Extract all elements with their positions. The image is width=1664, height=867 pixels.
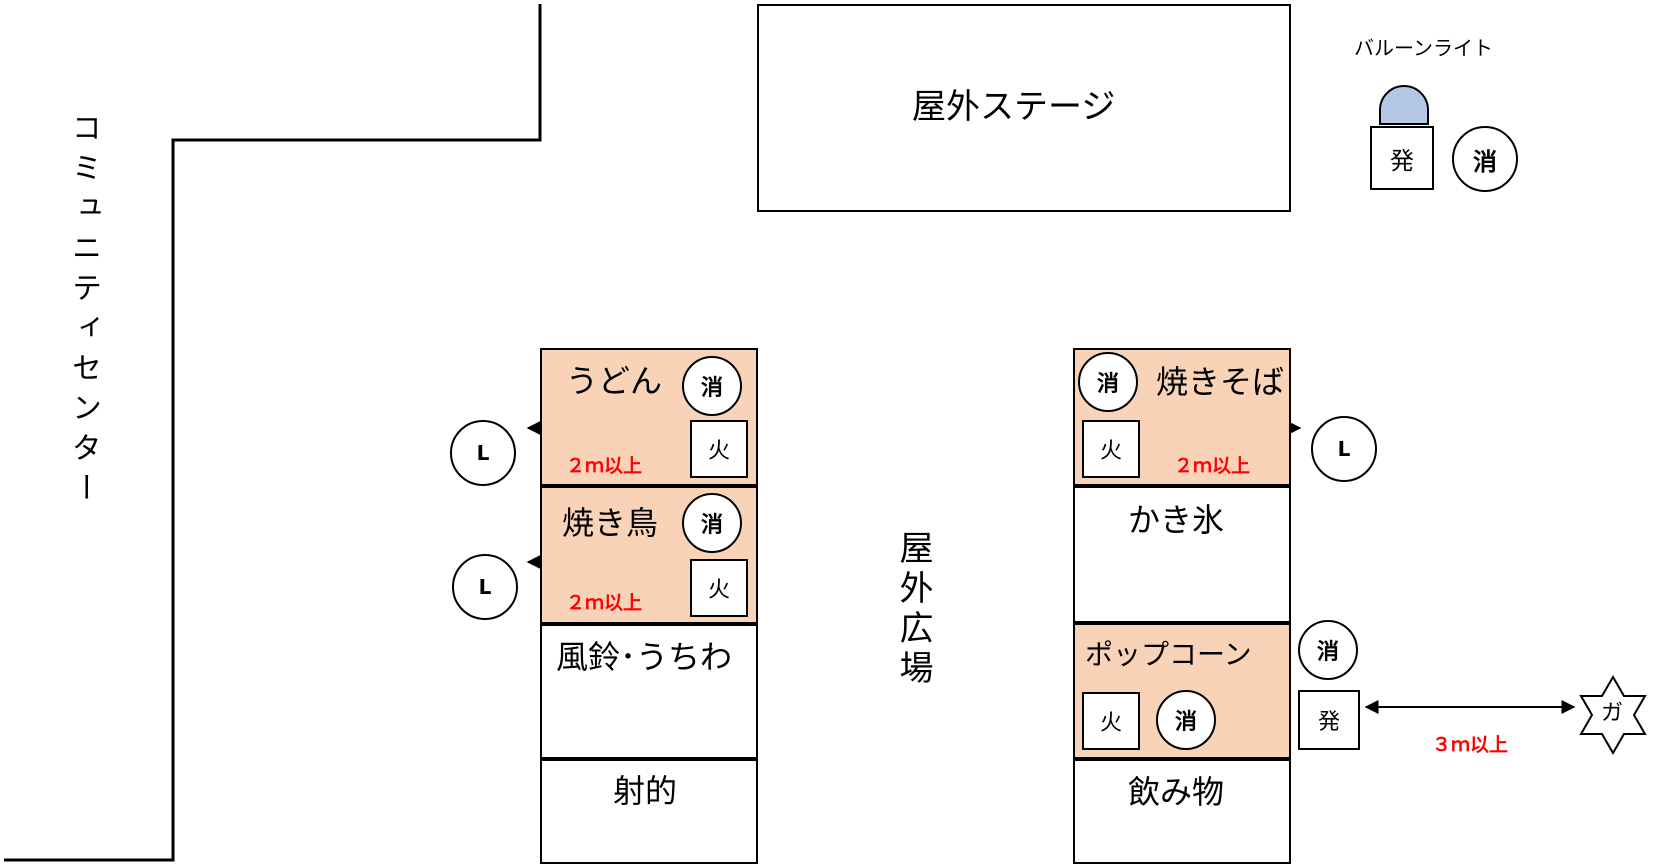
stall-drinks (1073, 759, 1291, 864)
outdoor-stage-label: 屋外ステージ (912, 87, 1116, 127)
yakisoba-extinguisher: 消 (1078, 352, 1138, 412)
udon-fire: 火 (690, 420, 748, 478)
stall-furin-label: 風鈴･うちわ (556, 638, 733, 676)
stall-shateki-label: 射的 (613, 772, 678, 810)
popcorn-generator: 発 (1298, 690, 1360, 750)
yakisoba-lantern: L (1311, 416, 1377, 482)
generator-gas-distance-label: ３ｍ以上 (1432, 734, 1509, 756)
yakisoba-distance-label: ２ｍ以上 (1174, 455, 1251, 477)
yakitori-extinguisher: 消 (682, 493, 742, 553)
stall-yakitori-label: 焼き鳥 (562, 504, 659, 542)
stall-kakigori-label: かき氷 (1128, 501, 1225, 539)
udon-extinguisher: 消 (682, 356, 742, 416)
outdoor-stage (757, 4, 1291, 212)
balloon-extinguisher: 消 (1452, 126, 1518, 192)
udon-distance-label: ２ｍ以上 (566, 455, 643, 477)
stall-popcorn-label: ポップコーン (1085, 638, 1252, 671)
balloon-light-label: バルーンライト (1354, 36, 1493, 60)
community-center-outline (4, 4, 542, 862)
balloon-light-dome (1379, 85, 1429, 125)
gas-label: ガ (1601, 701, 1624, 726)
outdoor-plaza-label: 屋外広場 (893, 530, 933, 690)
popcorn-extinguisher-outside: 消 (1298, 620, 1358, 680)
stall-drinks-label: 飲み物 (1128, 773, 1225, 811)
yakisoba-fire: 火 (1082, 420, 1140, 478)
stall-furin (540, 624, 758, 759)
balloon-generator: 発 (1370, 126, 1434, 190)
community-center-label: コミュニティセンター (66, 112, 101, 512)
stall-shateki (540, 759, 758, 864)
popcorn-fire: 火 (1082, 692, 1140, 750)
udon-lantern: L (450, 420, 516, 486)
popcorn-extinguisher-inside: 消 (1156, 690, 1216, 750)
yakitori-fire: 火 (690, 559, 748, 617)
gas-star-icon (1579, 675, 1647, 755)
stall-udon-label: うどん (566, 362, 663, 400)
yakitori-lantern: L (452, 554, 518, 620)
yakitori-distance-label: ２ｍ以上 (566, 592, 643, 614)
stall-yakisoba-label: 焼きそば (1156, 363, 1285, 401)
stall-kakigori (1073, 486, 1291, 623)
